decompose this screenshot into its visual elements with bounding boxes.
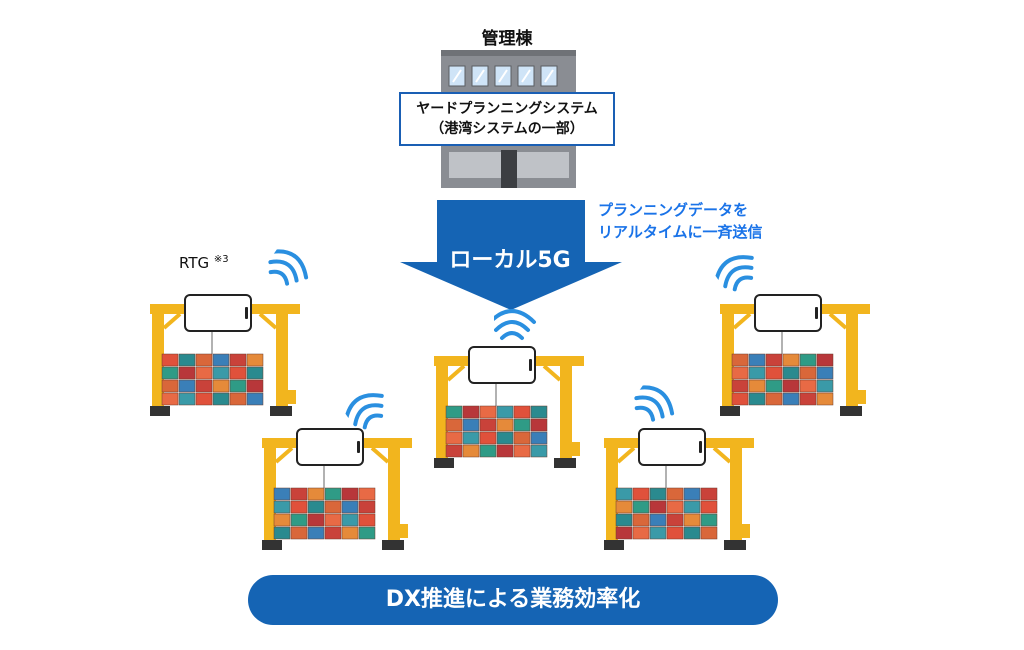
note-line-2: リアルタイムに一斉送信 <box>598 223 763 241</box>
wireless-signal-icon <box>634 385 675 422</box>
wireless-signal-icon <box>343 393 384 430</box>
wireless-signal-icon <box>268 249 309 286</box>
building-label: 管理棟 <box>481 29 533 49</box>
dx-efficiency-banner: DX推進による業務効率化 <box>248 575 778 625</box>
tablet-icon <box>754 294 822 332</box>
local-5g-arrow <box>400 200 622 310</box>
note-line-1: プランニングデータを <box>598 201 749 219</box>
tablet-icon <box>468 346 536 384</box>
rtg-text: RTG <box>179 254 210 272</box>
rtg-crane-icon <box>262 438 412 550</box>
wireless-signal-icon <box>494 309 536 340</box>
local-5g-label: ローカル5G <box>449 248 571 273</box>
broadcast-note: プランニングデータを リアルタイムに一斉送信 <box>598 199 763 243</box>
rtg-label: RTG ※3 <box>179 254 229 272</box>
rtg-crane-icon <box>434 356 584 468</box>
yard-planning-system-box: ヤードプランニングシステム （港湾システムの一部） <box>399 92 615 146</box>
tablet-icon <box>296 428 364 466</box>
system-subtitle: （港湾システムの一部） <box>430 121 584 137</box>
wireless-signal-icon <box>713 255 754 292</box>
tablet-icon <box>638 428 706 466</box>
rtg-footnote: ※3 <box>213 254 229 265</box>
system-name: ヤードプランニングシステム <box>416 101 598 117</box>
tablet-icon <box>184 294 252 332</box>
